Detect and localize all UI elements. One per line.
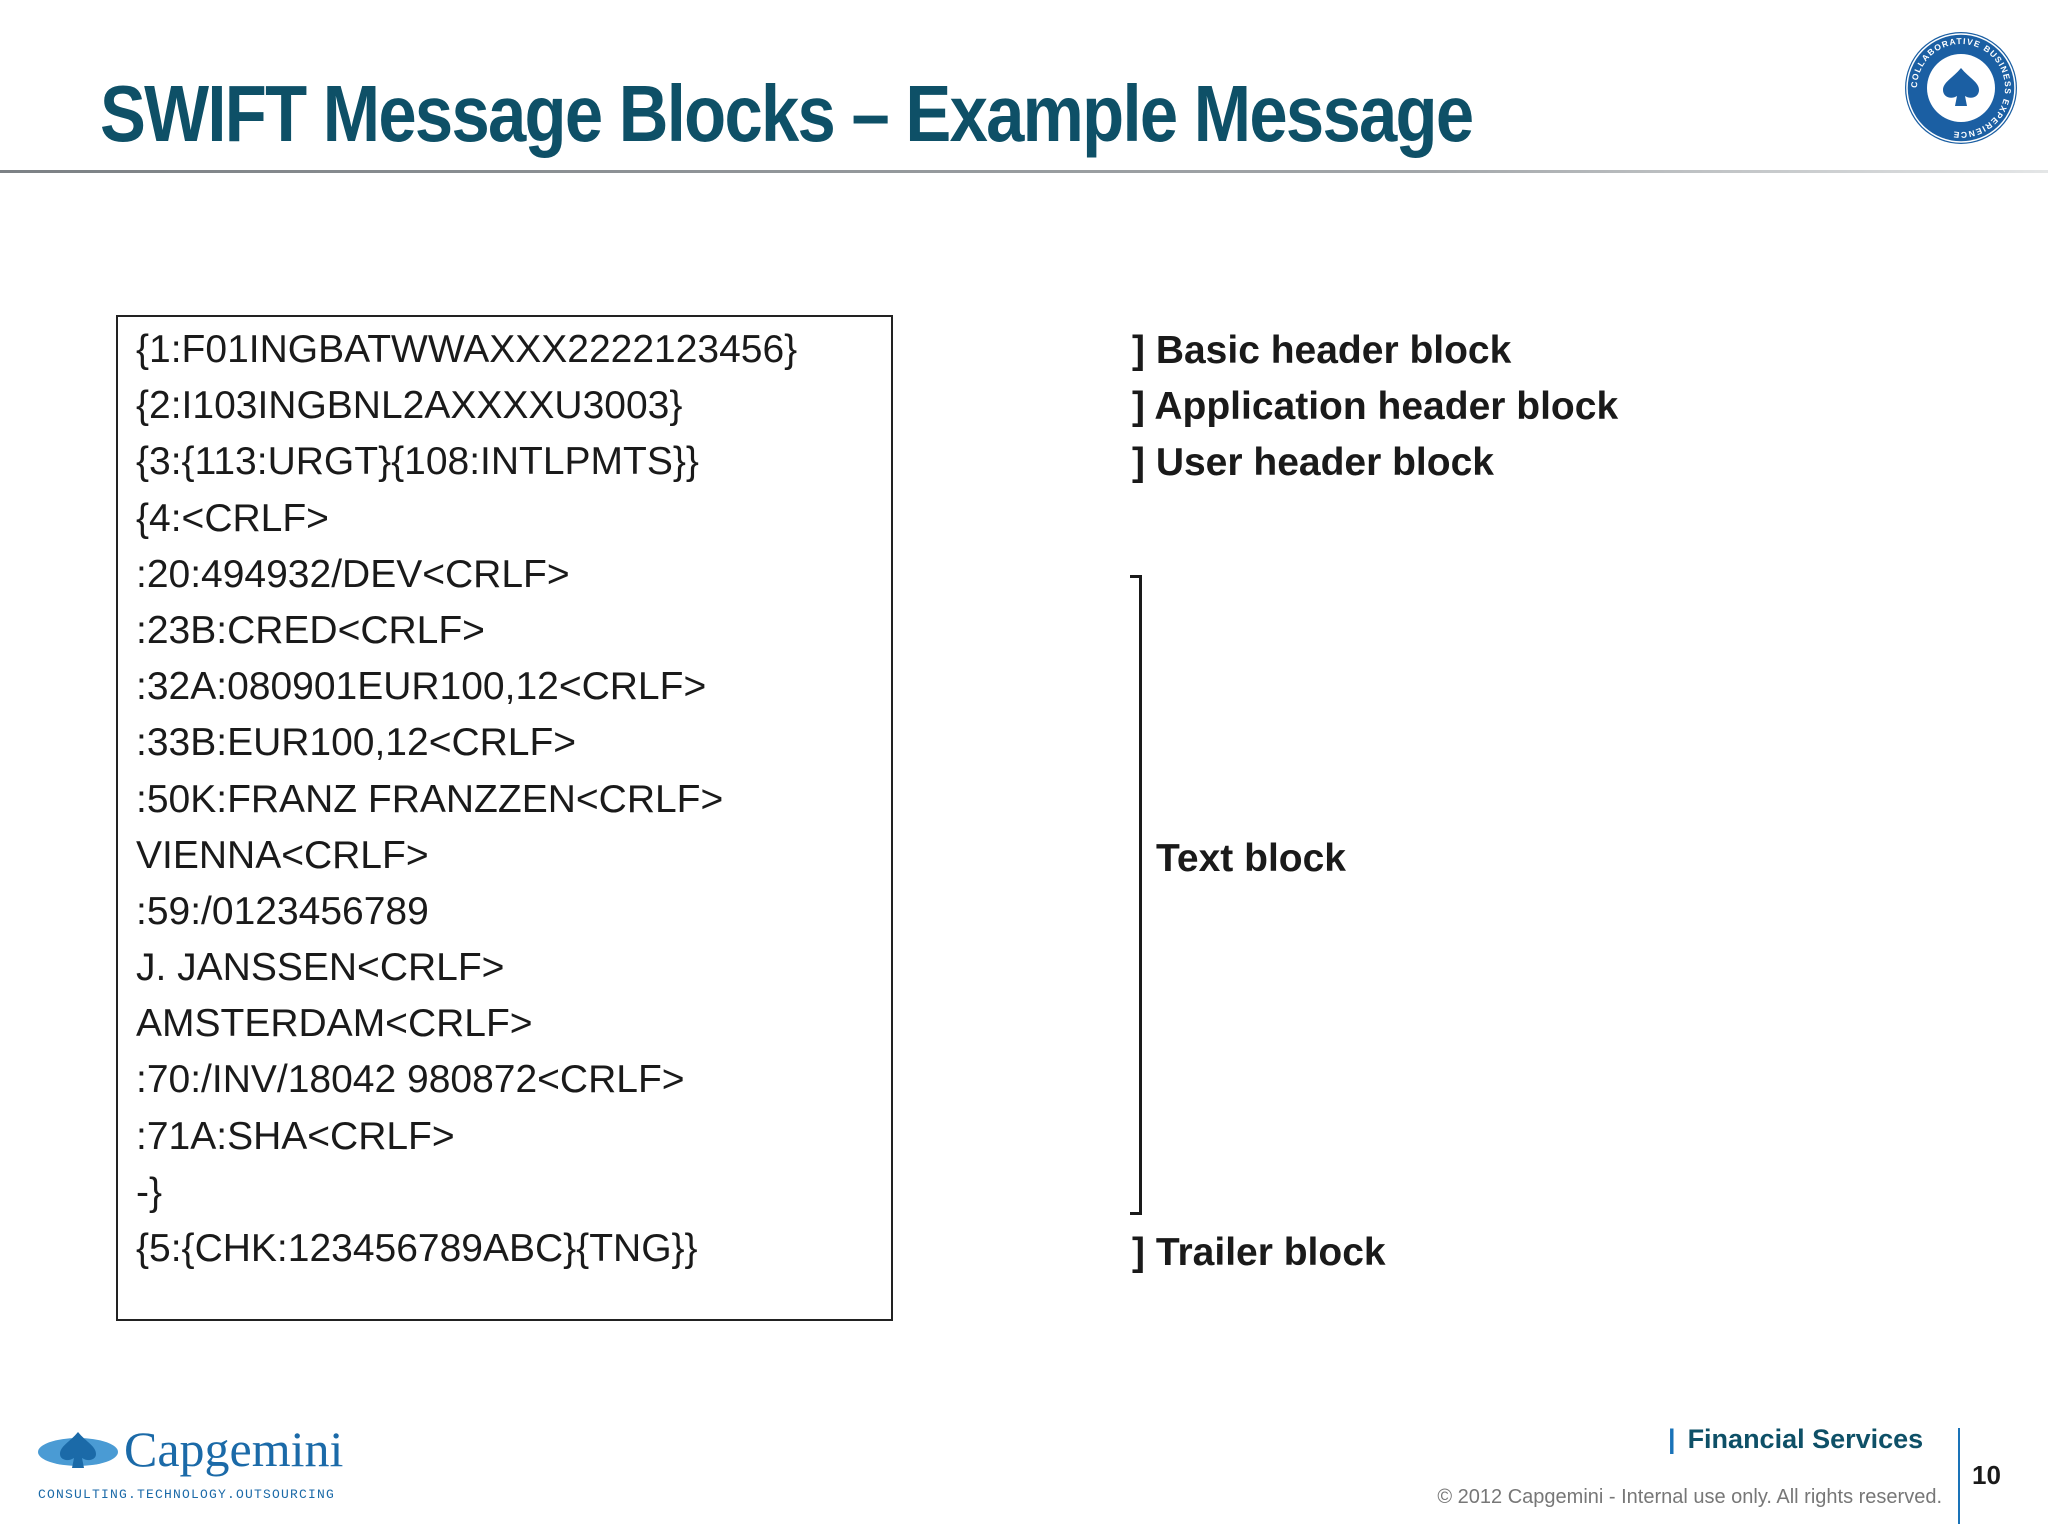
footer-divider	[1958, 1428, 1960, 1524]
message-line: :33B:EUR100,12<CRLF>	[136, 721, 577, 765]
trailer-label: ] Trailer block	[1132, 1231, 1386, 1274]
message-line: :23B:CRED<CRLF>	[136, 608, 485, 652]
user-header-label: ] User header block	[1132, 441, 1494, 484]
message-line: :20:494932/DEV<CRLF>	[136, 552, 570, 596]
message-line: :59:/0123456789	[136, 889, 429, 933]
basic-header-label: ] Basic header block	[1132, 329, 1512, 372]
message-box	[116, 315, 893, 1321]
message-lines: {1:F01INGBATWWAXXX2222123456} {2:I103ING…	[136, 322, 797, 1277]
section-divider: |	[1668, 1424, 1676, 1454]
message-line: :32A:080901EUR100,12<CRLF>	[136, 665, 707, 709]
page-number: 10	[1972, 1460, 2001, 1490]
message-line: VIENNA<CRLF>	[136, 833, 429, 877]
logo-wordmark: Capgemini	[124, 1421, 343, 1477]
message-line: {3:{113:URGT}{108:INTLPMTS}}	[136, 440, 699, 484]
message-line: {4:<CRLF>	[136, 496, 329, 540]
title-divider	[0, 170, 2048, 173]
section-name: Financial Services	[1687, 1424, 1924, 1454]
message-line: :70:/INV/18042 980872<CRLF>	[136, 1058, 685, 1102]
application-header-label: ] Application header block	[1132, 385, 1619, 428]
spade-seal-icon: COLLABORATIVE BUSINESS EXPERIENCE	[1905, 32, 2017, 144]
message-line: -}	[136, 1170, 163, 1214]
message-line: {5:{CHK:123456789ABC}{TNG}}	[136, 1227, 698, 1270]
message-line: :71A:SHA<CRLF>	[136, 1114, 455, 1158]
page-title: SWIFT Message Blocks – Example Message	[100, 69, 1474, 158]
capgemini-spade-logo-icon	[38, 1432, 118, 1468]
message-line: {2:I103INGBNL2AXXXXU3003}	[136, 384, 683, 428]
logo-tagline: CONSULTING.TECHNOLOGY.OUTSOURCING	[38, 1487, 335, 1502]
copyright-notice: © 2012 Capgemini - Internal use only. Al…	[1437, 1486, 1942, 1508]
message-line: J. JANSSEN<CRLF>	[136, 946, 505, 990]
message-line: AMSTERDAM<CRLF>	[136, 1002, 533, 1046]
text-block-label: Text block	[1156, 837, 1346, 880]
message-line: {1:F01INGBATWWAXXX2222123456}	[136, 328, 798, 371]
message-line: :50K:FRANZ FRANZZEN<CRLF>	[136, 777, 724, 821]
capgemini-logo: Capgemini CONSULTING.TECHNOLOGY.OUTSOURC…	[38, 1421, 343, 1502]
section-label: | Financial Services	[1668, 1424, 1923, 1455]
text-block-bracket	[1130, 575, 1142, 1215]
